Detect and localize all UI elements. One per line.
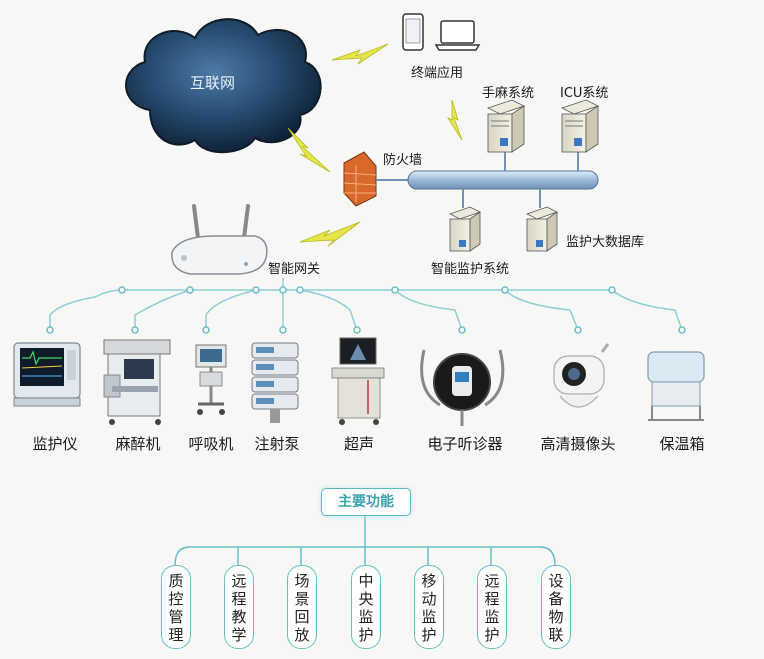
device-label: 呼吸机 — [188, 435, 234, 453]
function-item-label: 场景回放 — [294, 572, 310, 644]
surgical-anesthesia-label: 手麻系统 — [482, 86, 535, 101]
device-label: 麻醉机 — [115, 435, 161, 453]
ventilator-icon — [195, 344, 227, 415]
terminal-apps-label: 终端应用 — [411, 66, 464, 81]
function-item: 移动监护 — [414, 565, 444, 649]
icu-label: ICU系统 — [560, 86, 609, 101]
function-item: 远程监护 — [477, 565, 507, 649]
incubator-icon — [647, 351, 705, 421]
function-item-label: 中央监护 — [358, 572, 374, 644]
function-item-label: 设备物联 — [548, 572, 564, 644]
function-connector-tree — [174, 514, 556, 566]
electronic-stethoscope-icon — [420, 349, 505, 426]
device-connector-tree — [49, 278, 683, 331]
hd-camera-icon — [553, 343, 610, 408]
device-label: 高清摄像头 — [540, 435, 616, 453]
function-item-label: 远程教学 — [231, 572, 247, 644]
firewall-icon — [343, 151, 377, 207]
function-item: 设备物联 — [541, 565, 571, 649]
device-label: 电子听诊器 — [427, 435, 503, 453]
function-item: 远程教学 — [224, 565, 254, 649]
function-item: 场景回放 — [287, 565, 317, 649]
ultrasound-icon — [331, 337, 385, 425]
function-item-label: 质控管理 — [168, 572, 184, 644]
smart-gateway-label: 智能网关 — [268, 262, 321, 277]
smartphone-icon — [402, 13, 424, 51]
function-item: 中央监护 — [351, 565, 381, 649]
internet-cloud-icon — [125, 18, 322, 154]
main-functions-title: 主要功能 — [321, 488, 411, 516]
patient-monitor-icon — [13, 342, 81, 407]
laptop-icon — [434, 20, 481, 51]
device-label: 监护仪 — [32, 435, 78, 453]
monitoring-bigdata-label: 监护大数据库 — [566, 235, 645, 250]
smart-gateway-router-icon — [171, 204, 268, 275]
smart-monitoring-server-icon — [448, 206, 482, 252]
surgical-anesthesia-server-icon — [486, 99, 526, 153]
device-label: 注射泵 — [254, 435, 300, 453]
function-item-label: 移动监护 — [421, 572, 437, 644]
smart-monitoring-label: 智能监护系统 — [431, 262, 510, 277]
syringe-pump-icon — [251, 342, 299, 423]
function-item-label: 远程监护 — [484, 572, 500, 644]
function-item: 质控管理 — [161, 565, 191, 649]
device-label: 超声 — [343, 435, 375, 453]
wireless-link-icon — [287, 43, 463, 247]
network-bus — [376, 152, 599, 208]
internet-label: 互联网 — [190, 74, 236, 92]
device-connector-nodes — [46, 286, 686, 334]
icu-server-icon — [560, 99, 600, 153]
firewall-label: 防火墙 — [383, 153, 423, 168]
anesthesia-machine-icon — [103, 339, 171, 425]
device-label: 保温箱 — [659, 435, 705, 453]
monitoring-database-server-icon — [525, 206, 559, 252]
